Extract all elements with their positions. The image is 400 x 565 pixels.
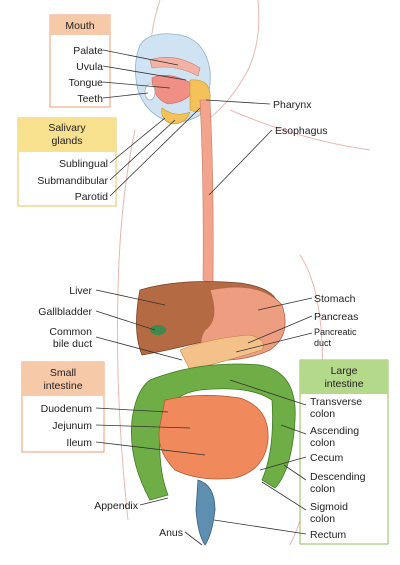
teeth [144,83,156,101]
label-duodenum: Duodenum [41,403,93,415]
label-pancreatic-duct-2: duct [314,338,332,348]
label-pancreatic-duct-1: Pancreatic [314,327,357,337]
left-labels: Palate Uvula Tongue Teeth Sublingual Sub… [37,45,183,539]
label-transverse-colon-1: Transverse [310,396,362,408]
label-appendix: Appendix [94,500,139,512]
gallbladder-shape [150,325,166,335]
right-labels: Pharynx Esophagus Stomach Pancreas Pancr… [273,99,366,541]
small-intestine-shape [158,395,269,480]
head-region [135,33,211,125]
large-intestine-label-1: Large [331,365,358,377]
label-ascending-colon-2: colon [310,437,335,449]
label-ascending-colon-1: Ascending [310,425,359,437]
label-descending-colon-2: colon [310,483,335,495]
label-submandibular: Submandibular [37,175,108,187]
label-descending-colon-1: Descending [310,471,366,483]
mouth-box: Mouth [49,14,111,108]
label-rectum: Rectum [310,529,346,541]
label-sigmoid-colon-1: Sigmoid [310,501,348,513]
rectum-shape [195,479,216,546]
label-esophagus: Esophagus [275,125,328,137]
label-transverse-colon-2: colon [310,408,335,420]
pancreas-shape [179,334,264,371]
label-common-bile-duct-2: bile duct [53,338,92,350]
small-intestine-label-2: intestine [43,380,82,392]
label-sublingual: Sublingual [59,158,108,170]
label-liver: Liver [69,285,92,297]
label-uvula: Uvula [76,61,103,73]
label-stomach: Stomach [314,293,356,305]
label-jejunum: Jejunum [52,420,92,432]
salivary-box: Salivary glands [17,117,117,207]
tongue [151,75,197,105]
label-pancreas: Pancreas [314,311,358,323]
label-parotid: Parotid [75,191,108,203]
small-intestine-label-1: Small [50,367,76,379]
label-anus: Anus [159,527,183,539]
leader-lines [95,49,313,546]
label-tongue: Tongue [69,77,104,89]
large-intestine-box: Large intestine [299,359,389,545]
small-intestine-box: Small intestine [21,361,105,453]
label-gallbladder: Gallbladder [38,306,92,318]
salivary-group-label-1: Salivary [48,122,86,134]
label-cecum: Cecum [310,452,344,464]
label-ileum: Ileum [66,437,92,449]
label-common-bile-duct-1: Common [49,326,92,338]
label-teeth: Teeth [77,93,103,105]
mouth-group-label: Mouth [65,20,94,32]
large-intestine-shape [131,363,296,501]
label-pharynx: Pharynx [273,99,312,111]
large-intestine-label-2: intestine [324,378,363,390]
label-sigmoid-colon-2: colon [310,513,335,525]
label-palate: Palate [73,45,103,57]
salivary-group-label-2: glands [52,135,83,147]
